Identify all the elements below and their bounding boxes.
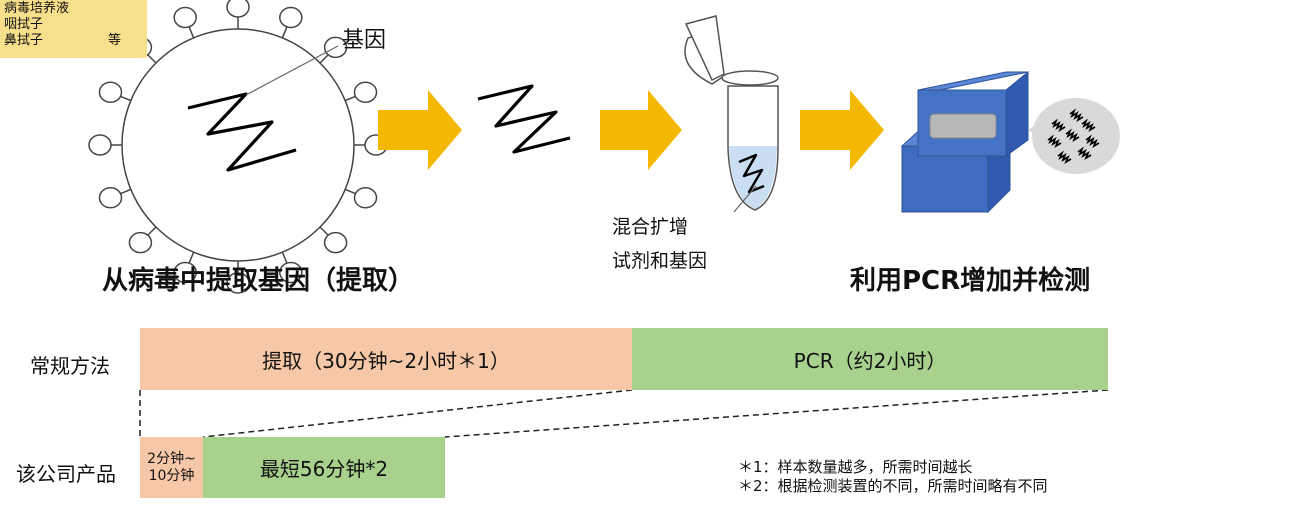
conventional-method-label: 常规方法	[30, 354, 110, 378]
virus-spike-stem	[119, 95, 132, 102]
gene-label: 基因	[342, 28, 387, 53]
conventional-pcr-text: PCR（约2小时）	[793, 348, 947, 373]
gene-pointer-line	[245, 45, 339, 96]
virus-spike-head	[88, 134, 112, 156]
virus-icon	[88, 0, 388, 294]
virus-spike-stem	[319, 226, 330, 237]
product-pcr-text: 最短56分钟*2	[259, 457, 389, 481]
virus-spike-head	[353, 81, 378, 103]
virus-spike-stem	[319, 53, 330, 64]
speech-bubble-icon	[1028, 98, 1120, 174]
footnote-2: ＊2：根据检测装置的不同，所需时间略有不同	[738, 477, 1048, 495]
virus-body	[121, 28, 355, 262]
sample-throat-swab: 咽拭子	[4, 17, 44, 32]
virus-spike-head	[98, 81, 123, 103]
sample-etc: 等	[108, 33, 122, 48]
virus-spike-head	[279, 6, 303, 29]
virus-spike-head	[226, 272, 250, 294]
product-extraction-line2: 10分钟	[148, 467, 195, 484]
amplified-genes-icon	[1047, 108, 1100, 165]
arrow-right-icon	[800, 90, 884, 170]
virus-spike-stem	[344, 188, 357, 195]
virus-spike-head	[323, 231, 348, 254]
virus-spike-stem	[344, 95, 357, 102]
product-extraction-bar: 2分钟~ 10分钟	[140, 437, 203, 498]
conventional-extraction-text: 提取（30分钟~2小时＊1）	[262, 348, 510, 373]
sample-virus-culture: 病毒培养液	[4, 1, 70, 16]
extracted-gene-icon	[477, 84, 571, 154]
virus-spike-head	[128, 231, 153, 254]
virus-spike-stem	[281, 26, 288, 39]
virus-spike-stem	[119, 188, 132, 195]
extraction-step-label: 从病毒中提取基因（提取）	[102, 266, 415, 296]
test-tube-icon	[684, 15, 779, 213]
footnote-1: ＊1：样本数量越多，所需时间越长	[738, 458, 973, 476]
gene-strand-icon	[187, 92, 297, 172]
pcr-screen	[929, 113, 997, 139]
virus-spike-stem	[146, 226, 157, 237]
pcr-machine-icon	[900, 70, 1029, 214]
arrow-right-icon	[600, 90, 682, 170]
arrow-right-icon	[378, 90, 462, 170]
virus-spike-head	[353, 187, 378, 209]
virus-spike-stem	[188, 251, 195, 264]
virus-spike-head	[173, 6, 197, 29]
virus-spike-head	[226, 0, 250, 18]
sample-types-box: 病毒培养液 咽拭子 鼻拭子 等	[0, 0, 147, 58]
conventional-extraction-bar: 提取（30分钟~2小时＊1）	[140, 328, 632, 390]
conventional-pcr-bar: PCR（约2小时）	[632, 328, 1108, 390]
product-extraction-line1: 2分钟~	[147, 450, 196, 467]
product-pcr-bar: 最短56分钟*2	[203, 437, 445, 498]
company-product-label: 该公司产品	[16, 462, 116, 486]
virus-spike-stem	[146, 53, 157, 64]
connector-dashed-line	[202, 389, 633, 438]
sample-nasal-swab: 鼻拭子	[4, 33, 44, 48]
virus-spike-stem	[188, 26, 195, 39]
virus-spike-head	[98, 187, 123, 209]
virus-spike-stem	[281, 251, 288, 264]
tube-label-line2: 试剂和基因	[612, 250, 708, 272]
tube-label-line1: 混合扩增	[612, 216, 689, 238]
pcr-step-label: 利用PCR增加并检测	[850, 266, 1091, 296]
virus-spike-head	[173, 261, 197, 284]
virus-spike-head	[279, 261, 303, 284]
connector-dashed-line	[444, 389, 1109, 438]
